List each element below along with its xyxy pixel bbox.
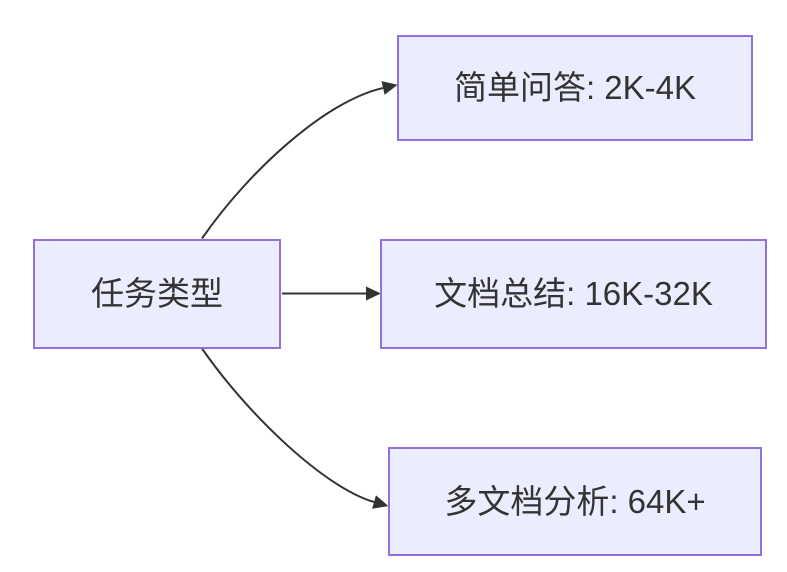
node-multi-doc-label: 多文档分析: 64K+ (444, 482, 706, 520)
node-task-type-label: 任务类型 (91, 275, 223, 313)
edge-task-type-to-simple-qa (201, 81, 398, 240)
node-doc-summary: 文档总结: 16K-32K (380, 239, 767, 349)
node-simple-qa-label: 简单问答: 2K-4K (453, 69, 697, 107)
node-simple-qa: 简单问答: 2K-4K (397, 35, 753, 141)
node-multi-doc: 多文档分析: 64K+ (388, 447, 762, 556)
node-task-type: 任务类型 (33, 239, 281, 349)
edge-task-type-to-multi-doc (201, 347, 389, 509)
node-doc-summary-label: 文档总结: 16K-32K (434, 275, 713, 313)
